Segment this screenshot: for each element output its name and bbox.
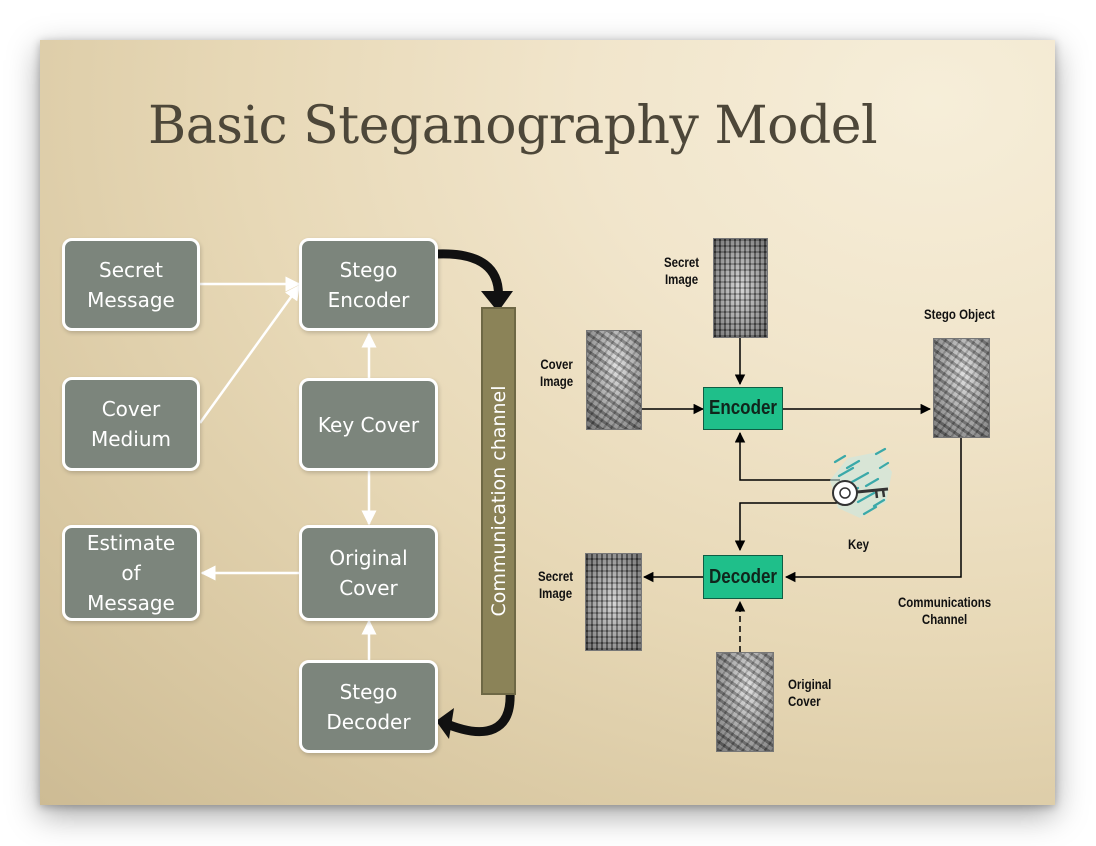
secret-image-top <box>713 238 768 338</box>
estimate-of-message-box: Estimate of Message <box>62 525 200 621</box>
secret-message-label: Secret Message <box>87 257 175 312</box>
cover-image <box>586 330 642 430</box>
curve-encoder-arrowhead <box>481 291 513 312</box>
curve-decoder-arrowhead <box>436 708 454 739</box>
diagram-connectors <box>198 249 962 739</box>
encoder-block: Encoder <box>703 387 783 430</box>
communication-channel-bar: Communication channel <box>481 307 516 695</box>
cover-medium-label: Cover Medium <box>91 397 171 451</box>
slide: Basic Steganography Model <box>40 40 1055 805</box>
estimate-of-message-label: Estimate of Message <box>86 531 176 615</box>
encoder-label: Encoder <box>708 397 778 419</box>
cover-medium-box: Cover Medium <box>62 377 200 471</box>
stego-decoder-label: Stego Decoder <box>326 679 411 734</box>
stego-object-label: Stego Object <box>924 306 995 322</box>
decoder-block: Decoder <box>703 555 783 599</box>
stego-encoder-label: Stego Encoder <box>327 257 410 312</box>
original-cover-label-right: Original Cover <box>788 676 832 709</box>
curve-channel-to-decoder <box>440 691 515 736</box>
original-cover-box: Original Cover <box>299 525 438 621</box>
line-stego-to-decoder <box>784 438 962 583</box>
communication-channel-label: Communication channel <box>487 385 510 617</box>
original-cover-image <box>716 652 774 752</box>
stego-decoder-box: Stego Decoder <box>299 660 438 753</box>
arrow-cover-to-encoder <box>198 284 301 424</box>
slide-title: Basic Steganography Model <box>148 96 878 156</box>
decoder-label: Decoder <box>708 565 778 588</box>
original-cover-label: Original Cover <box>329 546 408 600</box>
secret-image-bottom <box>585 553 642 651</box>
key-icon <box>830 447 892 518</box>
key-cover-label: Key Cover <box>317 412 420 437</box>
secret-image-top-label: Secret Image <box>664 254 700 287</box>
line-key-to-encoder <box>734 431 840 481</box>
secret-message-box: Secret Message <box>62 238 200 331</box>
stego-encoder-box: Stego Encoder <box>299 238 438 331</box>
key-label: Key <box>848 536 870 552</box>
cover-image-label: Cover Image <box>540 356 574 389</box>
key-cover-box: Key Cover <box>299 378 438 471</box>
secret-image-bottom-label: Secret Image <box>538 568 574 601</box>
communications-channel-label: Communications Channel <box>898 594 992 627</box>
stego-object-image <box>933 338 990 438</box>
line-key-to-decoder <box>734 502 840 552</box>
